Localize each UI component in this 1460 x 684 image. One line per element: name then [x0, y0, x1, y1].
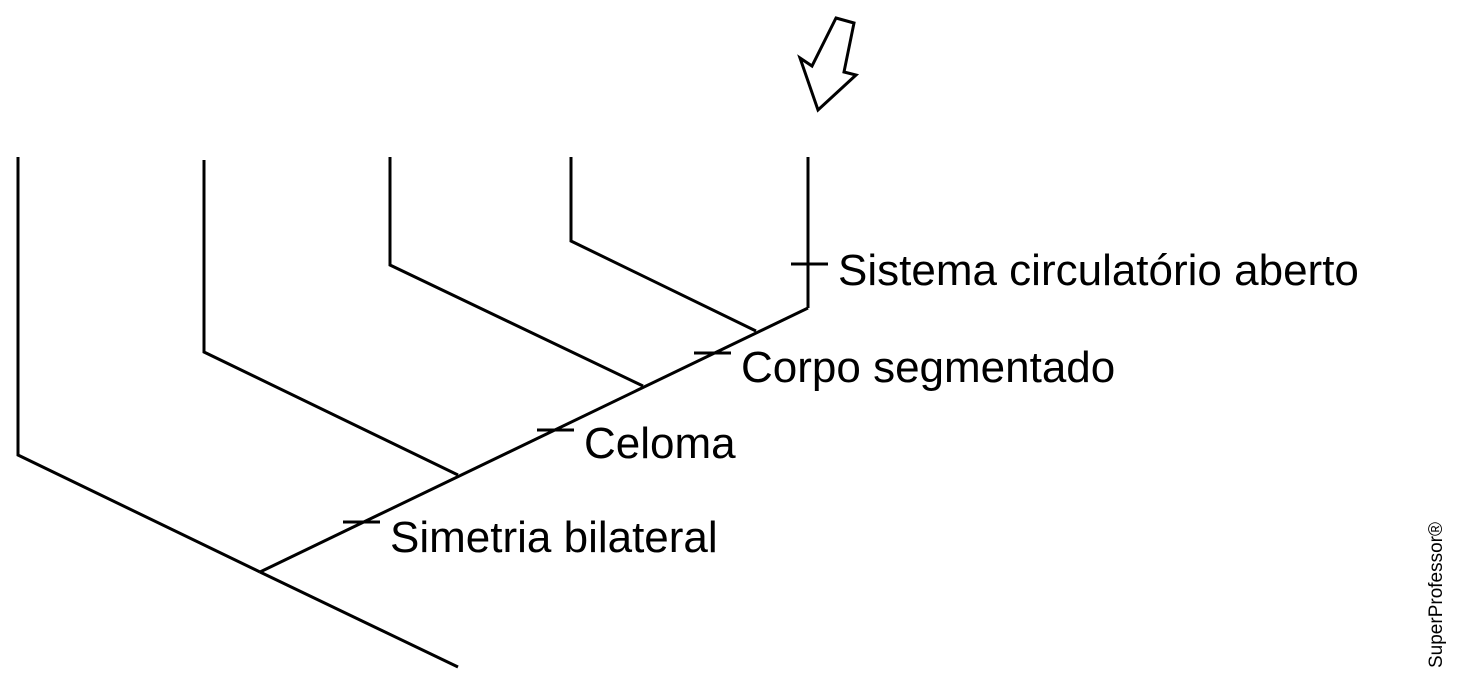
branch-taxon-3 — [388, 157, 644, 388]
trait-label-simetria: Simetria bilateral — [390, 513, 718, 562]
branch-taxon-2 — [202, 160, 459, 477]
cladogram-trunk — [259, 570, 459, 669]
down-arrow-icon — [797, 16, 860, 113]
watermark: SuperProfessor® — [1426, 522, 1447, 668]
branch-taxon-4 — [569, 157, 757, 333]
branch-taxon-1 — [16, 157, 261, 574]
trait-label-segmentado: Corpo segmentado — [741, 343, 1115, 392]
trait-label-celoma: Celoma — [584, 419, 736, 468]
trait-label-circulatorio: Sistema circulatório aberto — [838, 246, 1359, 295]
